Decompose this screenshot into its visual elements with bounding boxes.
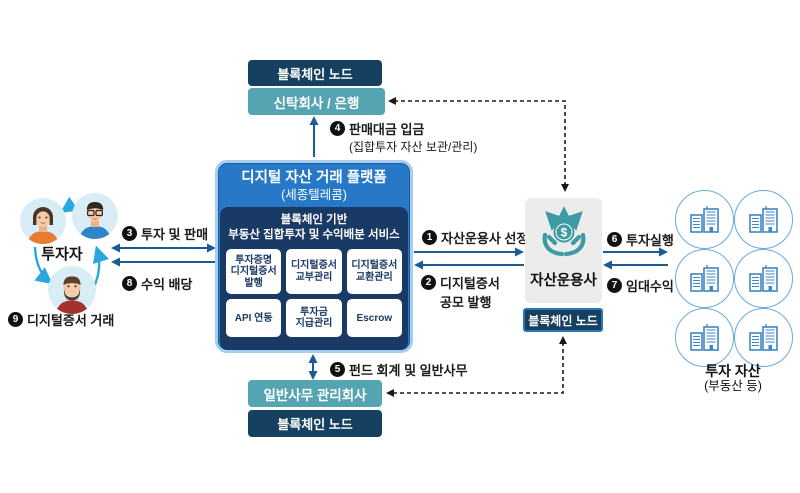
flow9-label: 9 디지털증서 거래 <box>8 310 114 329</box>
admin-company-label: 일반사무 관리회사 <box>263 387 367 403</box>
building-icon <box>748 323 778 351</box>
arrow-flow7-rental-income <box>603 260 668 270</box>
platform-title: 디지털 자산 거래 플랫폼 <box>241 170 387 186</box>
building-icon <box>748 205 778 233</box>
flow1-badge: 1 <box>422 230 437 245</box>
arrow-flow3-invest-sell <box>111 243 216 253</box>
building-circle-3 <box>675 249 734 308</box>
trust-bank-box: 신탁회사 / 은행 <box>248 88 385 115</box>
flow7-badge: 7 <box>607 278 622 293</box>
service-cell-payment: 투자금 지급관리 <box>286 299 342 338</box>
investors-label: 투자자 <box>41 246 83 263</box>
building-icon <box>748 264 778 292</box>
flow4-badge: 4 <box>330 121 345 136</box>
platform-service-box: 블록체인 기반 부동산 집합투자 및 수익배분 서비스 투자증명 디지털증서 발… <box>220 207 408 351</box>
flow1-text: 자산운용사 선정 <box>441 231 529 246</box>
trust-blockchain-node-box: 블록체인 노드 <box>248 60 382 86</box>
asset-manager-hands-icon: $ <box>536 204 592 267</box>
flow1-label: 1 자산운용사 선정 <box>422 228 528 247</box>
building-icon <box>689 264 719 292</box>
service-cell-api: API 연동 <box>226 299 282 338</box>
flow3-text: 투자 및 판매 <box>141 227 209 242</box>
building-circle-4 <box>734 249 793 308</box>
flow5-badge: 5 <box>330 362 345 377</box>
flow9-text: 디지털증서 거래 <box>27 313 115 328</box>
flow7-text: 임대수익 <box>626 279 674 294</box>
flow5-text: 펀드 회계 및 일반사무 <box>349 363 468 378</box>
asset-manager-label: 자산운용사 <box>530 273 597 289</box>
flow8-text: 수익 배당 <box>141 277 193 292</box>
service-cell-cert-exchange: 디지털증서 교환관리 <box>346 249 402 295</box>
trust-bank-label: 신탁회사 / 은행 <box>273 95 360 111</box>
manager-blockchain-node-box: 블록체인 노드 <box>523 308 603 332</box>
man-glasses-avatar-icon <box>72 193 118 239</box>
woman-avatar-icon <box>20 198 66 244</box>
flow2-text-line1: 디지털증서 <box>440 276 500 291</box>
arrow-flow2-public-offering <box>414 260 524 270</box>
service-cell-escrow: Escrow <box>346 299 402 338</box>
building-circle-6 <box>734 308 793 367</box>
building-icon <box>689 323 719 351</box>
flow3-label: 3 투자 및 판매 <box>122 224 208 243</box>
assets-subtitle: (부동산 등) <box>704 379 762 394</box>
assets-caption: 투자 자산 (부동산 등) <box>673 363 793 393</box>
flow2-text-line2: 공모 발행 <box>440 295 492 310</box>
flow7-label: 7 임대수익 <box>607 276 674 295</box>
platform-subtitle: (세종텔레콤) <box>281 188 347 203</box>
assets-title: 투자 자산 <box>705 363 761 379</box>
building-circle-2 <box>734 190 793 249</box>
platform-box: 디지털 자산 거래 플랫폼 (세종텔레콤) 블록체인 기반 부동산 집합투자 및… <box>215 160 413 353</box>
arrow-flow1-manager-selection <box>414 247 524 257</box>
admin-company-box: 일반사무 관리회사 <box>248 380 382 407</box>
asset-manager-box: $ 자산운용사 <box>525 198 602 303</box>
flow4-text: 판매대금 입금 <box>349 122 425 137</box>
bearded-man-avatar-icon <box>48 266 96 314</box>
service-heading: 블록체인 기반 부동산 집합투자 및 수익배분 서비스 <box>228 214 400 242</box>
flow3-badge: 3 <box>122 226 137 241</box>
manager-node-label: 블록체인 노드 <box>528 313 598 328</box>
arrow-flow5-fund-accounting <box>308 354 318 380</box>
flow8-label: 8 수익 배당 <box>122 274 192 293</box>
flow2-label-group: 2 디지털증서 공모 발행 <box>421 273 500 311</box>
flow4-label: 4 판매대금 입금 <box>330 119 477 138</box>
flow9-badge: 9 <box>8 312 23 327</box>
arrow-flow8-dividend <box>111 257 215 267</box>
flow6-badge: 6 <box>607 232 622 247</box>
flow2-badge: 2 <box>421 275 436 290</box>
service-cell-cert-issue: 투자증명 디지털증서 발행 <box>226 249 282 295</box>
flow4-subtext: (집합투자 자산 보관/관리) <box>349 140 478 154</box>
arrow-flow4-deposit <box>309 116 319 157</box>
assets-circle-grid <box>675 190 793 367</box>
admin-blockchain-node-box: 블록체인 노드 <box>248 410 382 437</box>
flow6-label: 6 투자실행 <box>607 230 674 249</box>
admin-node-label: 블록체인 노드 <box>277 417 353 432</box>
flow8-badge: 8 <box>122 276 137 291</box>
service-grid: 투자증명 디지털증서 발행 디지털증서 교부관리 디지털증서 교환관리 API … <box>226 249 402 338</box>
trust-node-label: 블록체인 노드 <box>277 66 353 82</box>
flow2-label: 2 디지털증서 <box>421 273 500 292</box>
service-cell-cert-delivery: 디지털증서 교부관리 <box>286 249 342 295</box>
building-icon <box>689 205 719 233</box>
flow4-label-group: 4 판매대금 입금 (집합투자 자산 보관/관리) <box>330 119 477 155</box>
flow6-text: 투자실행 <box>626 233 674 248</box>
flow5-label: 5 펀드 회계 및 일반사무 <box>330 360 467 379</box>
svg-text:$: $ <box>560 226 567 240</box>
building-circle-5 <box>675 308 734 367</box>
building-circle-1 <box>675 190 734 249</box>
